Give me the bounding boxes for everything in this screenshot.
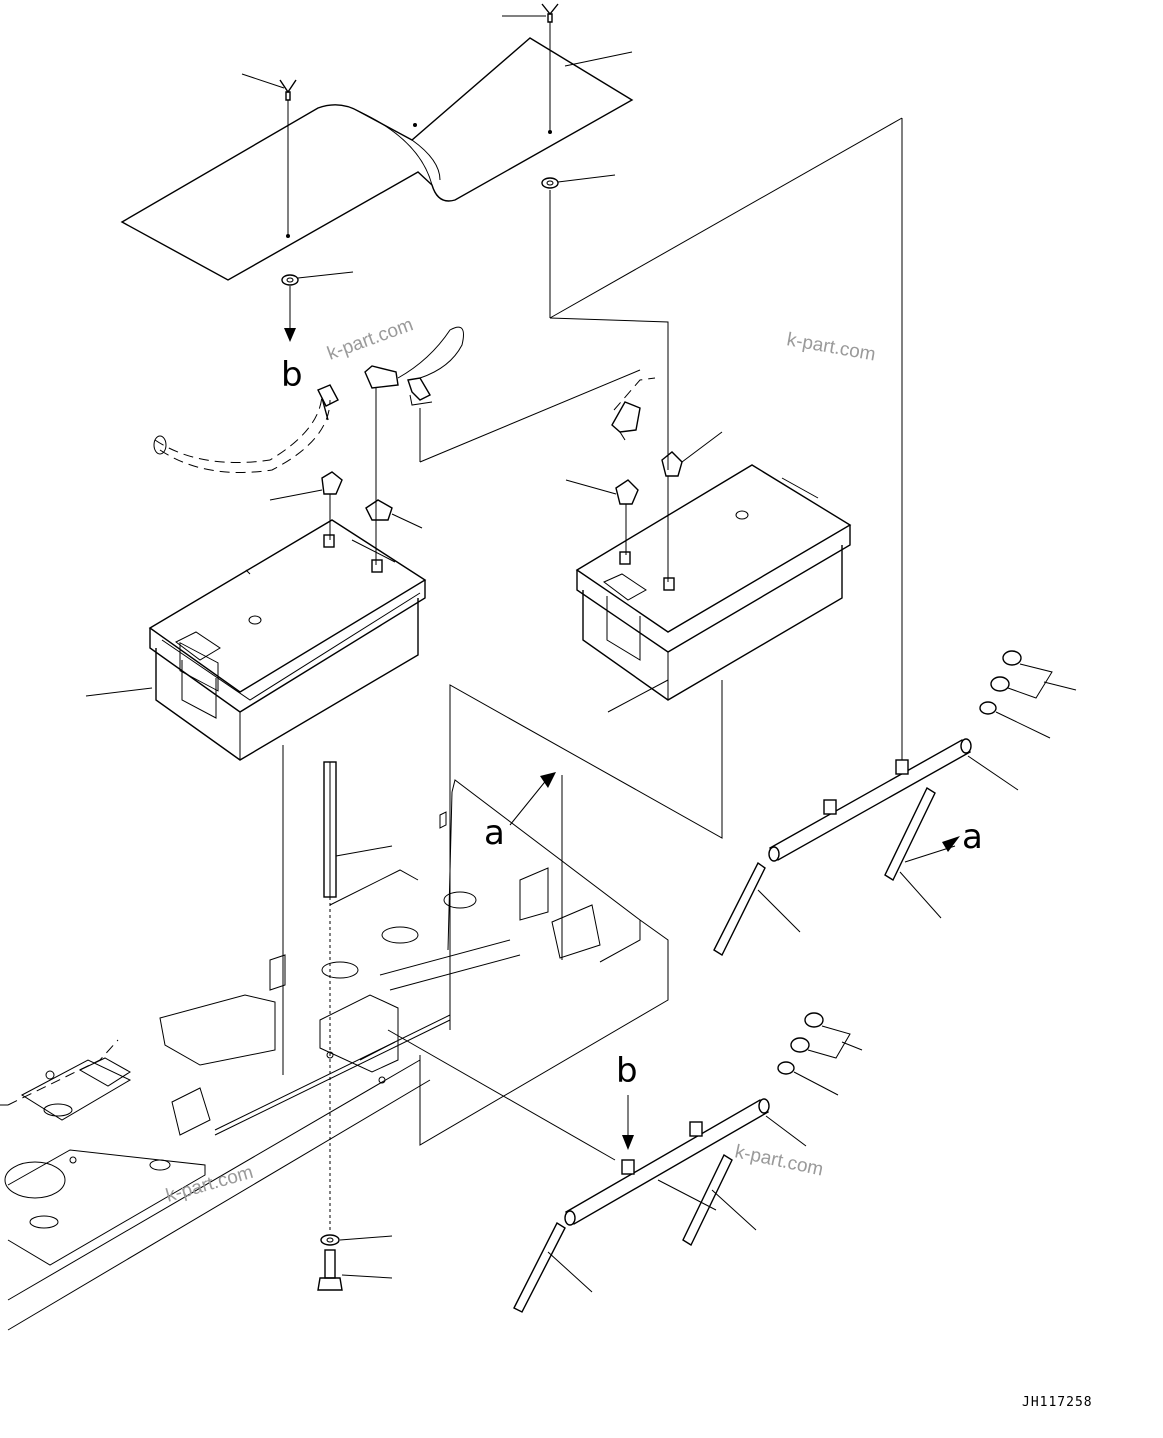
- battery-cover: [120, 37, 634, 281]
- terminal-clamp-1: [269, 471, 343, 540]
- terminal-clamp-3: [565, 479, 639, 555]
- view-label-a-bar: a: [962, 817, 983, 857]
- battery-right: [575, 464, 852, 713]
- watermark-2: k-part.com: [785, 329, 877, 365]
- washer-right: [541, 174, 616, 318]
- hold-down-rod: [323, 761, 393, 1230]
- watermark-4: k-part.com: [733, 1141, 825, 1180]
- watermark-3: k-part.com: [164, 1162, 256, 1207]
- hold-down-bar-upper: a: [713, 650, 1077, 957]
- view-label-b-top: b: [281, 355, 303, 395]
- view-arrow-a-frame: a: [484, 772, 556, 853]
- battery-cable-right: [611, 377, 656, 441]
- bottom-bolt: [317, 1249, 393, 1291]
- watermark-1: k-part.com: [325, 314, 417, 364]
- routing-lines: [282, 117, 903, 1161]
- wing-nut-right: [502, 3, 559, 132]
- hold-down-bar-lower: b: [513, 1012, 863, 1313]
- battery-left: [85, 519, 427, 761]
- view-label-a-frame: a: [484, 813, 505, 853]
- battery-cable-left: [153, 384, 339, 473]
- machine-frame: [0, 779, 669, 1331]
- terminal-clamp-2: [365, 388, 423, 565]
- terminal-clamp-4: [661, 431, 723, 582]
- view-label-b-bar: b: [616, 1051, 638, 1091]
- battery-cable-link: [364, 326, 464, 406]
- drawing-code: JH117258: [1022, 1395, 1093, 1410]
- wing-nut-left: [241, 73, 297, 236]
- washer-left: [281, 271, 354, 342]
- bottom-washer: [320, 1234, 393, 1246]
